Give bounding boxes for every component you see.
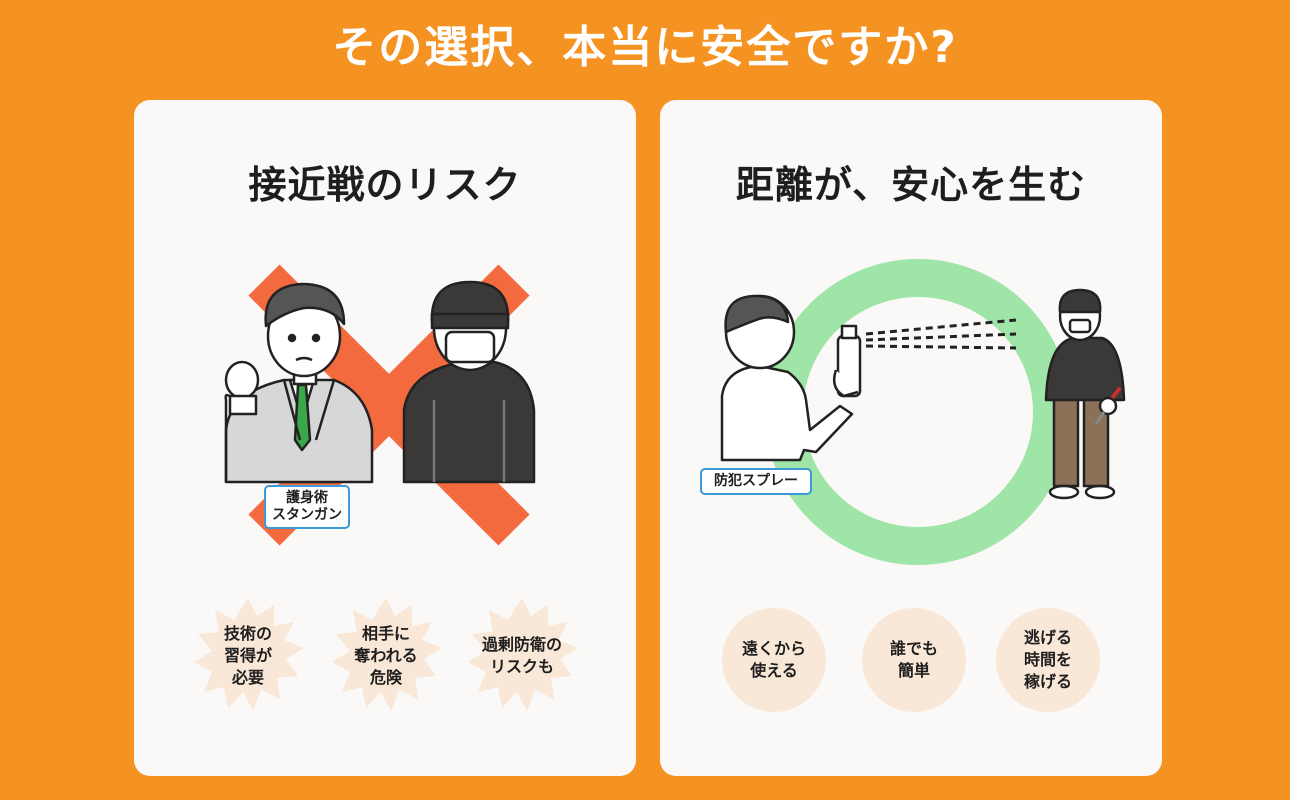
tag-line-stun-gun: スタンガン [272,507,342,523]
risk-badge: 相手に 奪われる 危険 [326,596,446,716]
benefit-badge: 遠くから 使える [722,608,826,712]
spray-user-icon [720,294,862,462]
benefit-badge: 逃げる 時間を 稼げる [996,608,1100,712]
burst-icon [332,598,442,711]
benefit-line: 使える [750,661,798,680]
burst-icon [468,598,578,711]
benefit-line: 逃げる [1023,628,1072,647]
risk-line: 奪われる [354,646,418,665]
distance-illustration [720,259,1126,565]
benefit-line: 簡単 [897,661,930,680]
attacker-with-knife-icon [1044,288,1126,500]
businessman-icon [224,282,374,484]
risk-badge: 過剰防衛の リスクも [462,596,582,716]
risk-line: 習得が [223,646,272,665]
risk-line: 過剰防衛の [481,635,562,654]
distance-ring-icon [765,259,1071,565]
benefit-line: 時間を [1023,650,1072,669]
tag-line-self-defense: 護身術 [286,490,328,506]
close-combat-illustration [224,264,536,546]
benefit-badge: 誰でも 簡単 [862,608,966,712]
benefit-line: 遠くから [741,639,806,658]
risk-line: 技術の [223,624,272,643]
right-card: 距離が、安心を生む [660,100,1162,776]
burst-icon [194,598,304,711]
self-defense-tag: 護身術 スタンガン [264,485,350,529]
spray-tag: 防犯スプレー [700,468,812,495]
benefit-line: 誰でも [889,639,938,658]
benefit-line: 稼げる [1023,672,1072,691]
risk-line: リスクも [489,657,554,676]
right-card-heading: 距離が、安心を生む [735,163,1087,207]
risk-line: 相手に [361,624,410,643]
spray-mist-icon [865,318,1017,350]
left-card: 接近戦のリスク [134,100,636,776]
risk-line: 必要 [231,668,264,687]
page-title: その選択、本当に安全ですか? [332,22,958,73]
masked-attacker-icon [402,280,536,484]
risk-badge: 技術の 習得が 必要 [188,596,308,716]
risk-line: 危険 [369,668,402,687]
left-card-heading: 接近戦のリスク [248,163,522,207]
